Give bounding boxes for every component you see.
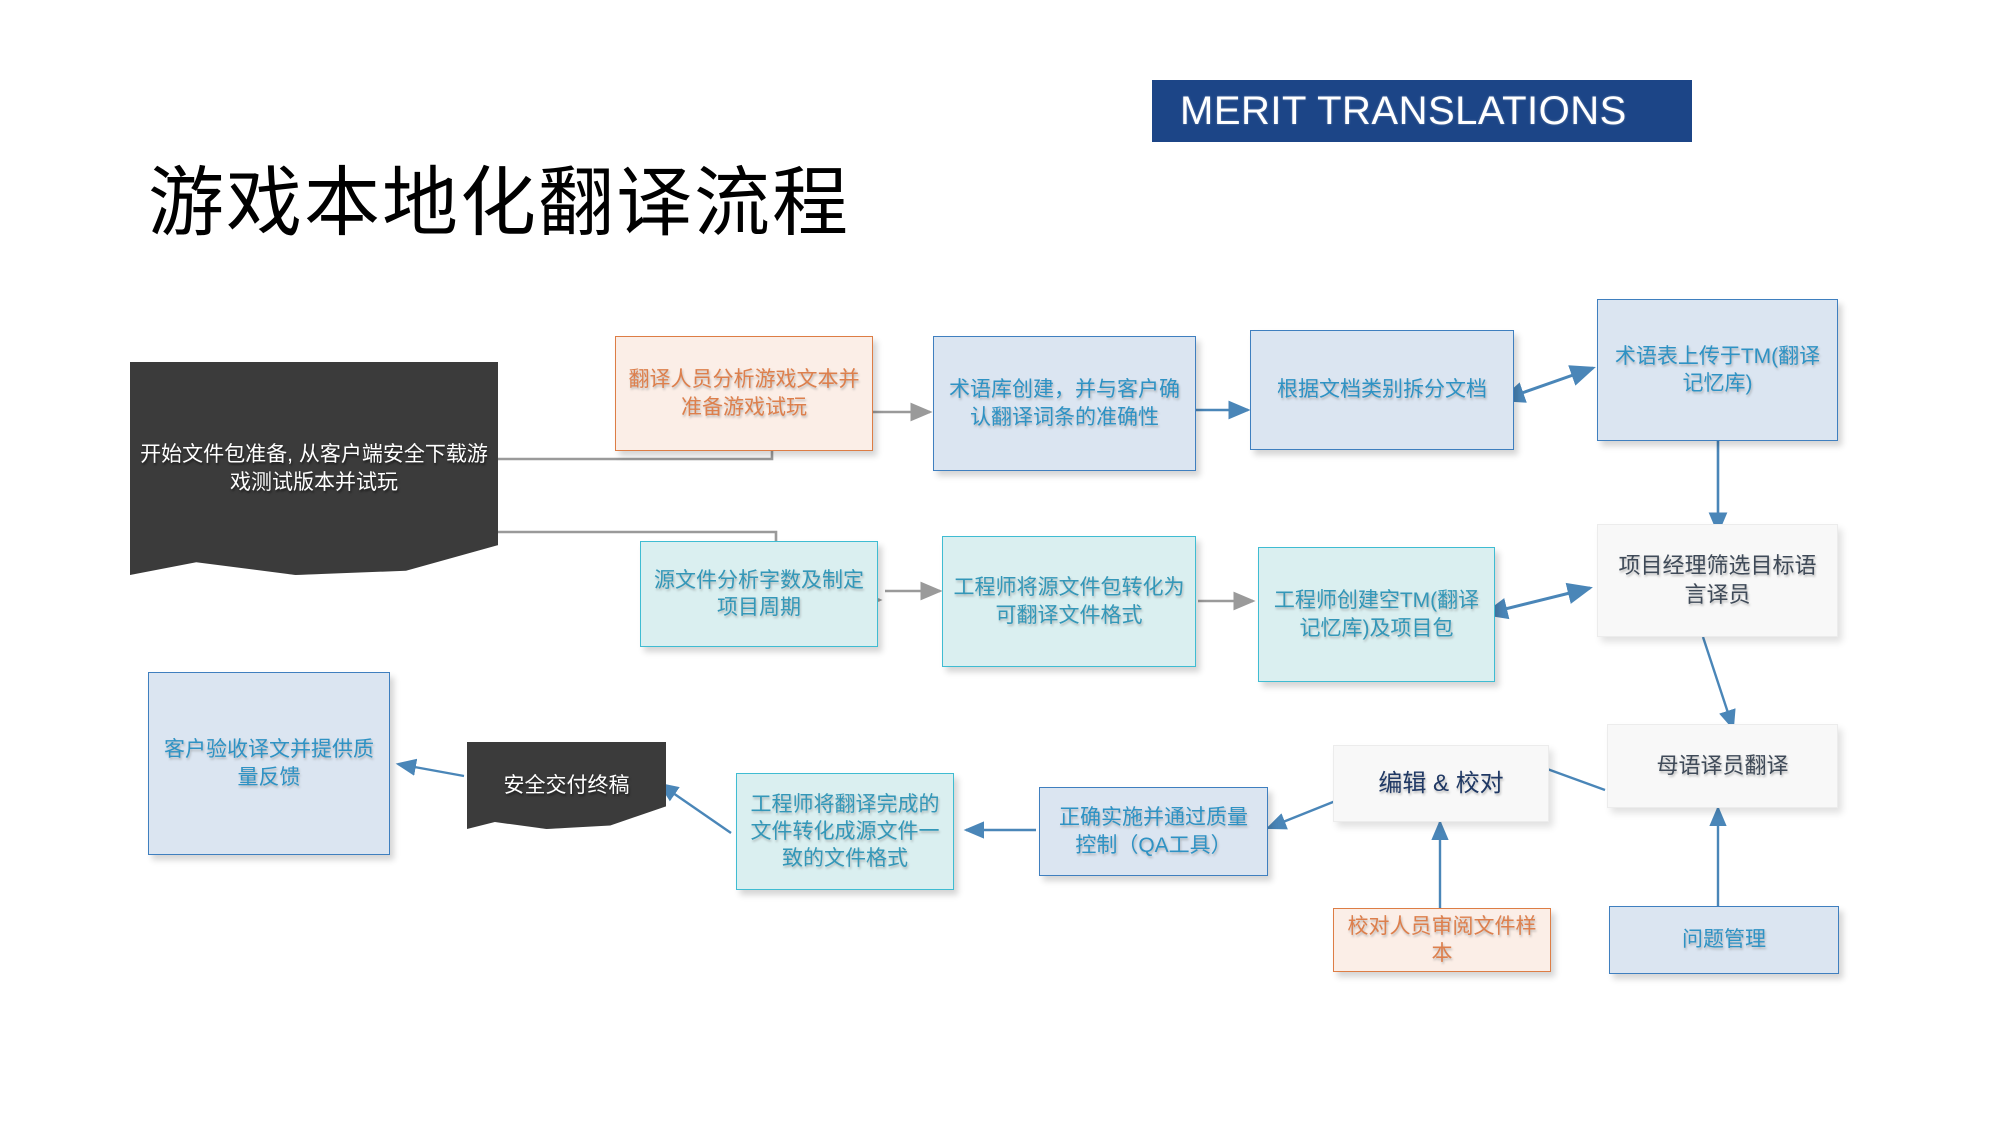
brand-name: MERIT TRANSLATIONS [1180,88,1627,133]
node-upload-tm-label: 术语表上传于TM(翻译记忆库) [1614,344,1821,395]
node-pm-select-label: 项目经理筛选目标语言译员 [1618,552,1817,607]
node-analyze[interactable]: 翻译人员分析游戏文本并准备游戏试玩 [615,336,873,451]
node-upload-tm[interactable]: 术语表上传于TM(翻译记忆库) [1597,299,1838,441]
node-native-label: 母语译员翻译 [1656,752,1789,778]
node-edit-proof-label: 编辑 & 校对 [1378,769,1504,797]
node-qa-label: 正确实施并通过质量控制（QA工具） [1059,806,1248,857]
node-wordcount[interactable]: 源文件分析字数及制定项目周期 [640,541,878,647]
brand-bar: MERIT TRANSLATIONS [1152,80,1692,142]
edge-deliver-to-clientqa [395,758,465,778]
edge-editproof-to-qa [1265,798,1339,830]
node-deliver[interactable]: 安全交付终稿 [467,742,666,829]
node-split[interactable]: 根据文档类别拆分文档 [1250,330,1514,450]
node-empty-tm-label: 工程师创建空TM(翻译记忆库)及项目包 [1273,589,1480,640]
node-qa[interactable]: 正确实施并通过质量控制（QA工具） [1039,787,1268,876]
node-pm-select[interactable]: 项目经理筛选目标语言译员 [1597,524,1838,637]
node-termbase[interactable]: 术语库创建，并与客户确认翻译词条的准确性 [933,336,1196,471]
node-proof-sample[interactable]: 校对人员审阅文件样本 [1333,908,1551,972]
node-convert-label: 工程师将源文件包转化为可翻译文件格式 [953,576,1185,627]
edge-split-to-uploadtm [1499,365,1596,403]
node-reconvert[interactable]: 工程师将翻译完成的文件转化成源文件一致的文件格式 [736,773,954,890]
node-deliver-label: 安全交付终稿 [503,773,630,797]
node-reconvert-label: 工程师将翻译完成的文件转化成源文件一致的文件格式 [750,792,940,871]
node-split-label: 根据文档类别拆分文档 [1277,378,1487,402]
node-client-qa[interactable]: 客户验收译文并提供质量反馈 [148,672,390,855]
node-native[interactable]: 母语译员翻译 [1607,724,1838,808]
node-edit-proof[interactable]: 编辑 & 校对 [1333,745,1549,822]
edge-reconvert-to-deliver [658,782,732,834]
node-proof-sample-label: 校对人员审阅文件样本 [1347,914,1537,965]
page-title: 游戏本地化翻译流程 [148,161,850,246]
node-client-qa-label: 客户验收译文并提供质量反馈 [164,738,374,789]
node-issues[interactable]: 问题管理 [1609,906,1839,974]
node-empty-tm[interactable]: 工程师创建空TM(翻译记忆库)及项目包 [1258,547,1495,682]
node-wordcount-label: 源文件分析字数及制定项目周期 [654,568,864,619]
node-convert[interactable]: 工程师将源文件包转化为可翻译文件格式 [942,536,1196,667]
node-analyze-label: 翻译人员分析游戏文本并准备游戏试玩 [628,368,860,419]
node-start-label: 开始文件包准备, 从客户端安全下载游戏测试版本并试玩 [140,443,488,494]
edge-pmselect-to-native [1701,636,1736,731]
node-issues-label: 问题管理 [1682,928,1766,952]
node-termbase-label: 术语库创建，并与客户确认翻译词条的准确性 [949,378,1180,429]
node-start[interactable]: 开始文件包准备, 从客户端安全下载游戏测试版本并试玩 [130,362,498,575]
edge-emptytm-to-pmselect [1482,582,1593,620]
